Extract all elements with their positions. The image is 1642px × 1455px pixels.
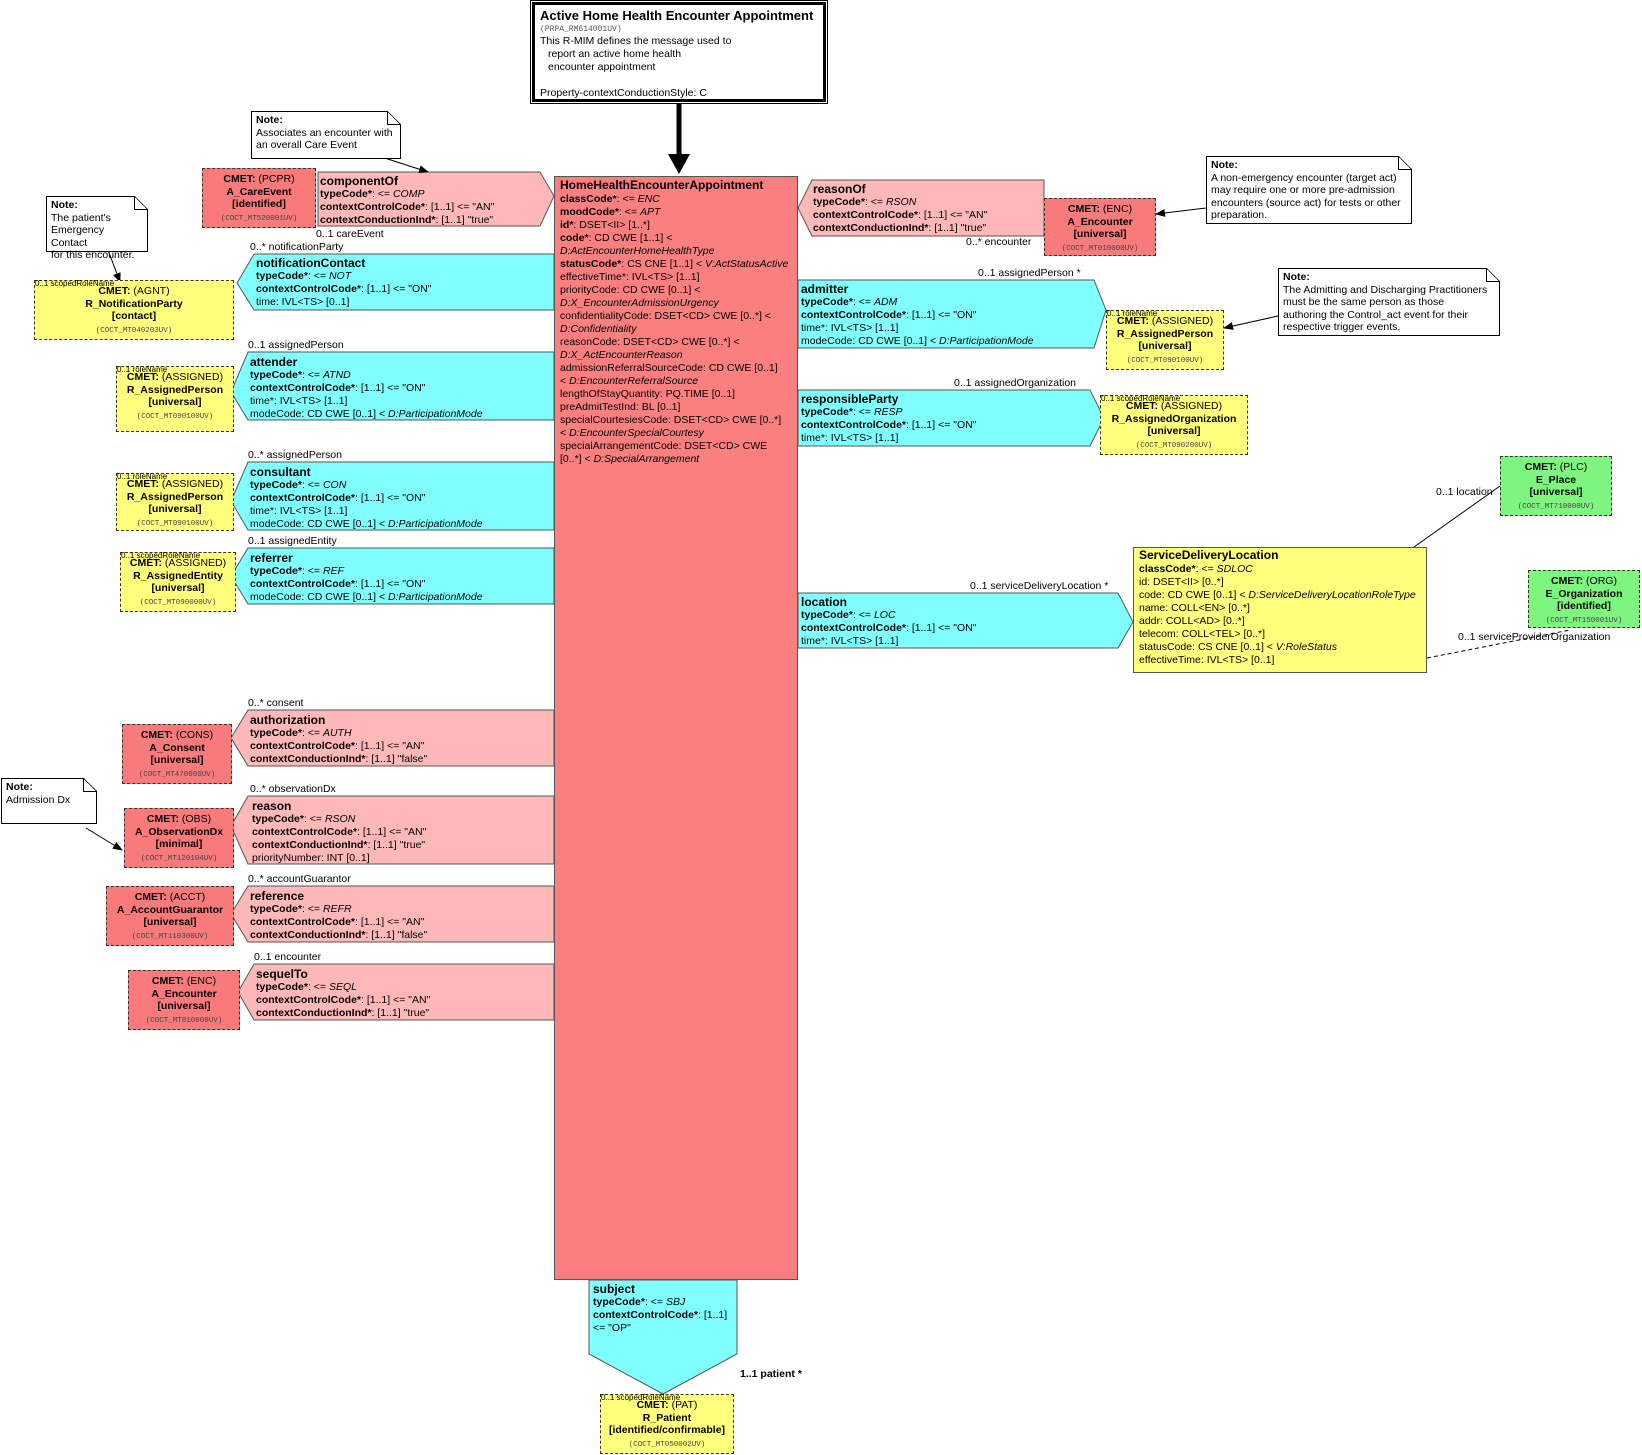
cmet-organization[interactable]: CMET: (ORG) E_Organization [identified] … bbox=[1528, 570, 1640, 628]
sdl-attribute-line: classCode*: <= SDLOC bbox=[1139, 563, 1253, 575]
act-attribute-line: priorityCode: CD CWE [0..1] < bbox=[560, 284, 701, 296]
sdl-attribute-line: statusCode: CS CNE [0..1] < V:RoleStatus bbox=[1139, 641, 1337, 653]
admitter-text: admitter typeCode*: <= ADM contextContro… bbox=[801, 282, 1034, 347]
act-attribute-line: reasonCode: DSET<CD> CWE [0..*] < bbox=[560, 336, 740, 348]
componentOf-text: componentOf typeCode*: <= COMP contextCo… bbox=[320, 174, 495, 226]
label-assignedPerson-attender: 0..1 assignedPerson bbox=[248, 339, 344, 351]
sdl-attribute-line: addr: COLL<AD> [0..*] bbox=[1139, 615, 1245, 627]
act-attribute-line: [0..*] < D:SpecialArrangement bbox=[560, 453, 700, 465]
act-attribute-line: < D:EncounterSpecialCourtesy bbox=[560, 427, 704, 439]
note-emergency-contact: Note: The patient's Emergency Contact fo… bbox=[46, 196, 148, 261]
sdl-attribute-line: name: COLL<EN> [0..*] bbox=[1139, 602, 1250, 614]
act-title: HomeHealthEncounterAppointment bbox=[560, 178, 764, 192]
rmim-title: Active Home Health Encounter Appointment bbox=[540, 8, 814, 23]
act-attribute-line: admissionReferralSourceCode: CD CWE [0..… bbox=[560, 362, 778, 374]
act-attribute-line: D:Confidentiality bbox=[560, 323, 637, 335]
sdl-attribute-line: effectiveTime: IVL<TS> [0..1] bbox=[1139, 654, 1275, 666]
referrer-text: referrer typeCode*: <= REF contextContro… bbox=[250, 551, 483, 603]
label-encounter-seq: 0..1 encounter bbox=[254, 951, 322, 963]
label-assignedOrganization: 0..1 assignedOrganization bbox=[954, 377, 1076, 389]
sdl-attribute-line: id: DSET<II> [0..*] bbox=[1139, 576, 1224, 588]
act-attribute-line: moodCode*: <= APT bbox=[560, 206, 661, 218]
cmet-patient[interactable]: 0..1 scopedRoleName CMET: (PAT) R_Patien… bbox=[600, 1393, 734, 1454]
act-attribute-line: code*: CD CWE [1..1] < bbox=[560, 232, 673, 244]
act-attribute-line: statusCode*: CS CNE [1..1] < V:ActStatus… bbox=[560, 258, 789, 270]
sdl-attribute-line: code: CD CWE [0..1] < D:ServiceDeliveryL… bbox=[1139, 589, 1416, 601]
rmim-desc-2: report an active home health bbox=[548, 48, 682, 60]
note-admitting: Note: The Admitting and Discharging Prac… bbox=[1278, 268, 1500, 336]
location-text: location typeCode*: <= LOC contextContro… bbox=[801, 595, 977, 647]
label-notificationParty: 0..* notificationParty bbox=[250, 241, 344, 253]
label-assignedPerson-consultant: 0..* assignedPerson bbox=[248, 449, 342, 461]
act-attribute-line: lengthOfStayQuantity: PQ.TIME [0..1] bbox=[560, 388, 736, 400]
act-attribute-line: D:X_ActEncounterReason bbox=[560, 349, 683, 361]
responsibleParty-text: responsibleParty typeCode*: <= RESP cont… bbox=[801, 392, 977, 444]
rmim-desc-3: encounter appointment bbox=[548, 61, 656, 73]
authorization-text: authorization typeCode*: <= AUTH context… bbox=[250, 713, 428, 765]
subject-shape[interactable] bbox=[588, 1279, 738, 1395]
home-health-encounter-appointment-act[interactable]: HomeHealthEncounterAppointment classCode… bbox=[554, 176, 798, 1280]
cmet-admitter-person[interactable]: 0..1 roleName CMET: (ASSIGNED) R_Assigne… bbox=[1106, 309, 1224, 370]
admitter-shape[interactable] bbox=[797, 279, 1107, 349]
rmim-desc-1: This R-MIM defines the message used to bbox=[540, 35, 732, 47]
reason-text: reason typeCode*: <= RSON contextControl… bbox=[252, 799, 427, 864]
cmet-notification-party[interactable]: 0..1 scopedRoleName CMET: (AGNT) R_Notif… bbox=[34, 279, 234, 340]
label-accountGuarantor: 0..* accountGuarantor bbox=[248, 873, 351, 885]
cmet-consent[interactable]: CMET: (CONS) A_Consent [universal] (COCT… bbox=[122, 724, 232, 784]
rmim-title-box: Active Home Health Encounter Appointment… bbox=[532, 2, 826, 102]
rmim-style: Property-contextConductionStyle: C bbox=[540, 87, 707, 99]
subject-text: subject typeCode*: <= SBJ contextControl… bbox=[593, 1282, 728, 1334]
note-care-event: Note: Associates an encounter with an ov… bbox=[251, 111, 401, 159]
service-delivery-location-role[interactable]: ServiceDeliveryLocation classCode*: <= S… bbox=[1133, 547, 1427, 673]
act-attribute-line: confidentialityCode: DSET<CD> CWE [0..*]… bbox=[560, 310, 771, 322]
cmet-account-guarantor[interactable]: CMET: (ACCT) A_AccountGuarantor [univers… bbox=[106, 886, 234, 946]
attender-text: attender typeCode*: <= ATND contextContr… bbox=[250, 355, 483, 420]
cmet-attender-person[interactable]: 0..1 roleName CMET: (ASSIGNED) R_Assigne… bbox=[116, 365, 234, 432]
label-assignedPerson-admitter: 0..1 assignedPerson * bbox=[978, 267, 1081, 279]
label-serviceDeliveryLocation: 0..1 serviceDeliveryLocation * bbox=[970, 580, 1109, 592]
label-location: 0..1 location bbox=[1436, 486, 1493, 498]
location-shape[interactable] bbox=[797, 592, 1134, 649]
act-attribute-line: D:X_EncounterAdmissionUrgency bbox=[560, 297, 719, 309]
act-attribute-line: preAdmitTestInd: BL [0..1] bbox=[560, 401, 681, 413]
rmim-code: (PRPA_RM614001UV) bbox=[540, 25, 622, 34]
cmet-place[interactable]: CMET: (PLC) E_Place [universal] (COCT_MT… bbox=[1500, 456, 1612, 516]
cmet-observation-dx[interactable]: CMET: (OBS) A_ObservationDx [minimal] (C… bbox=[124, 808, 234, 868]
sdl-title: ServiceDeliveryLocation bbox=[1139, 548, 1279, 562]
label-observationDx: 0..* observationDx bbox=[250, 783, 336, 795]
act-attribute-line: classCode*: <= ENC bbox=[560, 193, 660, 205]
sequelTo-text: sequelTo typeCode*: <= SEQL contextContr… bbox=[256, 967, 431, 1019]
cmet-encounter-seq[interactable]: CMET: (ENC) A_Encounter [universal] (COC… bbox=[128, 970, 240, 1030]
reasonOf-text: reasonOf typeCode*: <= RSON contextContr… bbox=[813, 182, 988, 234]
label-careEvent: 0..1 careEvent bbox=[316, 228, 384, 240]
act-attribute-line: specialArrangementCode: DSET<CD> CWE bbox=[560, 440, 768, 452]
act-attribute-line: specialCourtesiesCode: DSET<CD> CWE [0..… bbox=[560, 414, 782, 426]
act-attribute-line: < D:EncounterReferralSource bbox=[560, 375, 699, 387]
label-serviceProviderOrganization: 0..1 serviceProviderOrganization bbox=[1458, 631, 1611, 643]
act-attribute-line: id*: DSET<II> [1..*] bbox=[560, 219, 650, 231]
cmet-encounter-rsn[interactable]: CMET: (ENC) A_Encounter [universal] (COC… bbox=[1044, 198, 1156, 256]
label-patient: 1..1 patient * bbox=[740, 1368, 802, 1380]
cmet-referrer-entity[interactable]: 0..1 scopedRoleName CMET: (ASSIGNED) R_A… bbox=[120, 551, 236, 612]
act-attribute-line: D:ActEncounterHomeHealthType bbox=[560, 245, 715, 257]
responsibleParty-shape[interactable] bbox=[797, 389, 1105, 447]
cmet-assigned-organization[interactable]: 0..1 scopedRoleName CMET: (ASSIGNED) R_A… bbox=[1100, 394, 1248, 455]
note-admission-dx: Note: Admission Dx bbox=[1, 778, 97, 824]
cmet-care-event[interactable]: CMET: (PCPR) A_CareEvent [identified] (C… bbox=[202, 168, 316, 228]
notificationContact-text: notificationContact typeCode*: <= NOT co… bbox=[256, 256, 432, 308]
note-non-emergency: Note: A non-emergency encounter (target … bbox=[1206, 156, 1412, 224]
sdl-attribute-line: telecom: COLL<TEL> [0..*] bbox=[1139, 628, 1266, 640]
componentOf-shape[interactable] bbox=[317, 171, 555, 227]
reference-text: reference typeCode*: <= REFR contextCont… bbox=[250, 889, 428, 941]
label-encounter-rsn: 0..* encounter bbox=[966, 236, 1032, 248]
label-consent: 0..* consent bbox=[248, 697, 304, 709]
cmet-consultant-person[interactable]: 0..1 roleName CMET: (ASSIGNED) R_Assigne… bbox=[116, 472, 234, 531]
consultant-text: consultant typeCode*: <= CON contextCont… bbox=[250, 465, 483, 530]
label-assignedEntity: 0..1 assignedEntity bbox=[248, 535, 337, 547]
act-attribute-line: effectiveTime*: IVL<TS> [1..1] bbox=[560, 271, 700, 283]
